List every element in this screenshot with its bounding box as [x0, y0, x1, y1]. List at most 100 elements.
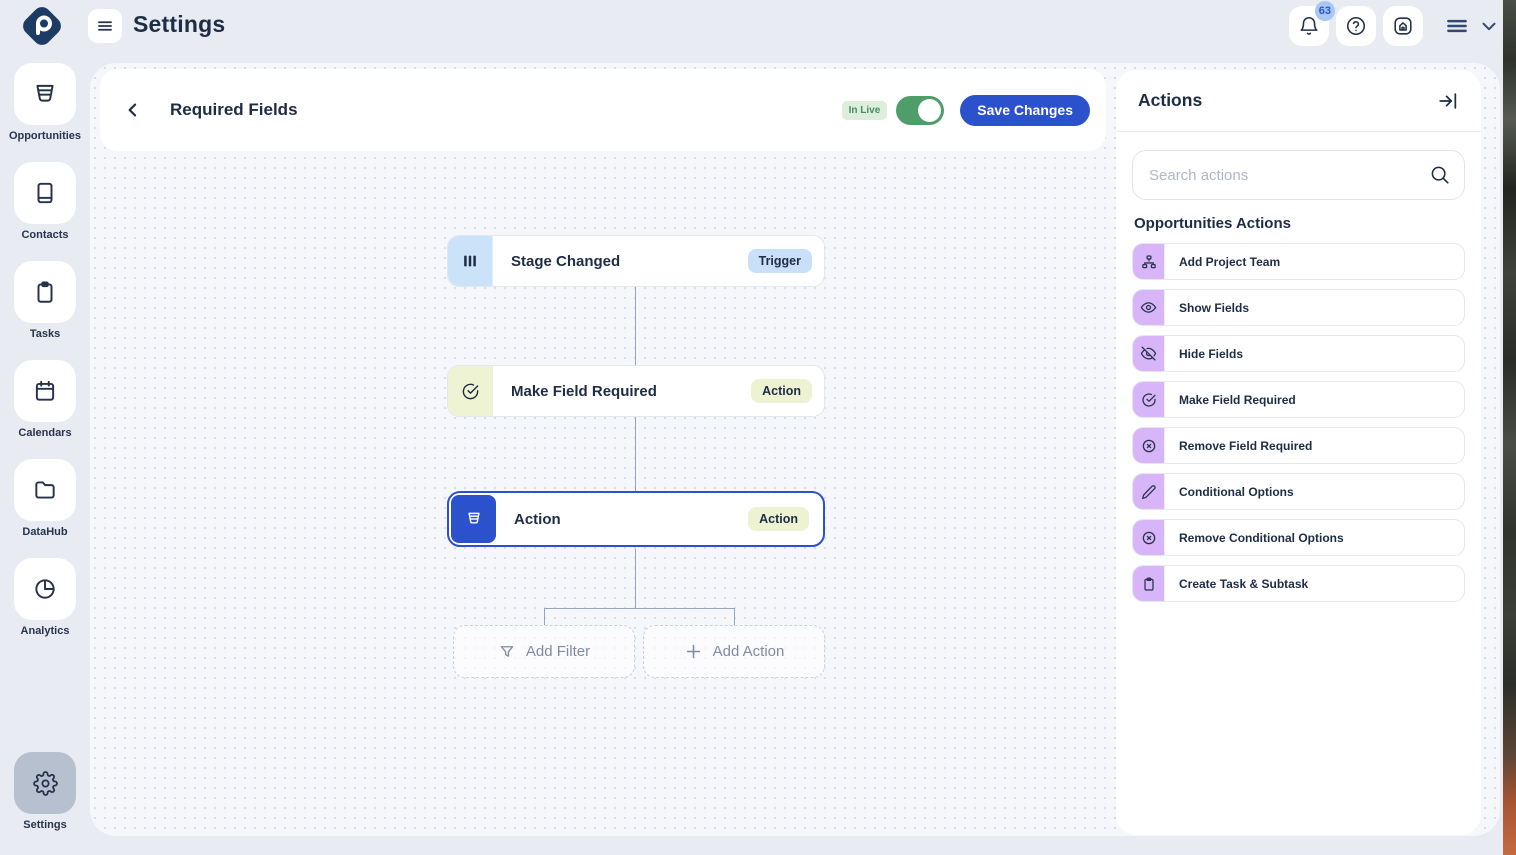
chevron-down-icon	[1482, 22, 1496, 31]
connector-line	[635, 549, 636, 608]
sidebar-nav: Opportunities Contacts Tasks	[0, 52, 90, 855]
home-button[interactable]	[1383, 6, 1423, 46]
action-item-conditional-options[interactable]: Conditional Options	[1132, 473, 1465, 510]
sidebar-item-label: Calendars	[18, 427, 72, 439]
live-status-badge: In Live	[841, 100, 888, 120]
node-title: Stage Changed	[511, 252, 621, 270]
action-item-make-field-required[interactable]: Make Field Required	[1132, 381, 1465, 418]
action-item-hide-fields[interactable]: Hide Fields	[1132, 335, 1465, 372]
connector-line	[635, 417, 636, 493]
sidebar-item-tasks[interactable]: Tasks	[0, 261, 90, 340]
action-item-label: Create Task & Subtask	[1179, 576, 1309, 591]
eye-icon	[1133, 290, 1165, 325]
add-action-label: Add Action	[712, 643, 785, 660]
sidebar-item-label: Opportunities	[8, 130, 82, 142]
action-item-label: Add Project Team	[1179, 254, 1281, 269]
page-title: Settings	[133, 11, 226, 37]
sidebar-item-contacts[interactable]: Contacts	[0, 162, 90, 241]
pencil-icon	[1133, 474, 1165, 509]
hamburger-icon	[98, 21, 112, 31]
connector-line	[635, 287, 636, 365]
action-item-create-task-subtask[interactable]: Create Task & Subtask	[1132, 565, 1465, 602]
sidebar-item-opportunities[interactable]: Opportunities	[0, 63, 90, 142]
node-type-badge: Trigger	[747, 249, 812, 273]
notifications-button[interactable]: 63	[1289, 1, 1335, 46]
connector-line	[544, 608, 545, 625]
connector-branch-line	[544, 608, 735, 609]
funnel-icon	[451, 495, 496, 543]
action-item-label: Show Fields	[1179, 300, 1250, 315]
help-icon	[1346, 16, 1366, 36]
toggle-knob	[918, 98, 942, 122]
collapse-panel-button[interactable]	[1437, 90, 1459, 112]
chevron-left-icon	[128, 103, 137, 117]
x-circle-icon	[1133, 520, 1165, 555]
top-bar: Settings 63	[0, 0, 1503, 55]
actions-panel-title: Actions	[1138, 90, 1203, 110]
check-circle-icon	[448, 366, 493, 416]
action-item-add-project-team[interactable]: Add Project Team	[1132, 243, 1465, 280]
plus-icon	[686, 644, 700, 659]
x-circle-icon	[1133, 428, 1165, 463]
node-title: Action	[514, 510, 561, 528]
node-type-badge: Action	[748, 507, 809, 531]
check-circle-icon	[1133, 382, 1165, 417]
sidebar-item-analytics[interactable]: Analytics	[0, 558, 90, 637]
topbar-actions: 63	[1289, 1, 1500, 46]
actions-panel: Actions Opportunities Actions	[1116, 70, 1481, 835]
eye-off-icon	[1133, 336, 1165, 371]
node-make-field-required[interactable]: Make Field Required Action	[447, 365, 825, 417]
sidebar-item-datahub[interactable]: DataHub	[0, 459, 90, 538]
calendar-icon	[14, 360, 76, 422]
clipboard-icon	[14, 261, 76, 323]
folder-icon	[14, 459, 76, 521]
save-changes-button[interactable]: Save Changes	[960, 94, 1090, 126]
book-icon	[14, 162, 76, 224]
flow-header-actions: In Live Save Changes	[841, 94, 1090, 126]
help-button[interactable]	[1336, 6, 1376, 46]
sidebar-item-label: DataHub	[22, 526, 68, 538]
search-actions-input[interactable]	[1132, 150, 1465, 200]
gear-icon	[14, 752, 76, 814]
back-button[interactable]	[120, 97, 146, 123]
action-item-label: Remove Field Required	[1179, 438, 1313, 453]
live-toggle[interactable]	[896, 95, 945, 125]
action-item-label: Hide Fields	[1179, 346, 1244, 361]
sidebar-item-settings[interactable]: Settings	[0, 752, 90, 831]
search-icon	[1429, 164, 1451, 186]
sidebar-item-label: Tasks	[29, 328, 61, 340]
action-item-remove-field-required[interactable]: Remove Field Required	[1132, 427, 1465, 464]
search-actions-wrap	[1132, 150, 1465, 200]
action-item-label: Make Field Required	[1179, 392, 1296, 407]
node-stage-changed[interactable]: Stage Changed Trigger	[447, 235, 825, 287]
collapse-right-icon	[1439, 92, 1457, 109]
node-title: Make Field Required	[511, 382, 657, 400]
sidebar-item-label: Contacts	[21, 229, 69, 241]
action-item-remove-conditional-options[interactable]: Remove Conditional Options	[1132, 519, 1465, 556]
add-action-button[interactable]: Add Action	[643, 625, 825, 678]
workspace-menu-button[interactable]	[1444, 13, 1500, 39]
action-item-show-fields[interactable]: Show Fields	[1132, 289, 1465, 326]
actions-panel-header: Actions	[1116, 70, 1481, 132]
add-filter-label: Add Filter	[525, 643, 591, 660]
desktop-background-strip	[1503, 0, 1516, 855]
notification-count-badge: 63	[1314, 1, 1335, 21]
hamburger-menu-button[interactable]	[88, 9, 122, 43]
add-filter-button[interactable]: Add Filter	[453, 625, 635, 678]
app-logo-icon[interactable]	[17, 1, 67, 51]
actions-section-title: Opportunities Actions	[1134, 215, 1291, 232]
pie-chart-icon	[14, 558, 76, 620]
bell-icon	[1300, 17, 1318, 35]
node-action-selected[interactable]: Action Action	[447, 491, 825, 547]
sidebar-item-calendars[interactable]: Calendars	[0, 360, 90, 439]
filter-icon	[500, 645, 514, 657]
menu-icon	[1447, 19, 1467, 33]
flow-title: Required Fields	[170, 100, 298, 119]
connector-line	[734, 608, 735, 625]
sidebar-item-label: Analytics	[20, 625, 70, 637]
funnel-icon	[14, 63, 76, 125]
sidebar-item-label: Settings	[23, 819, 67, 831]
action-item-label: Conditional Options	[1179, 484, 1294, 499]
columns-icon	[448, 236, 493, 286]
sitemap-icon	[1133, 244, 1165, 279]
